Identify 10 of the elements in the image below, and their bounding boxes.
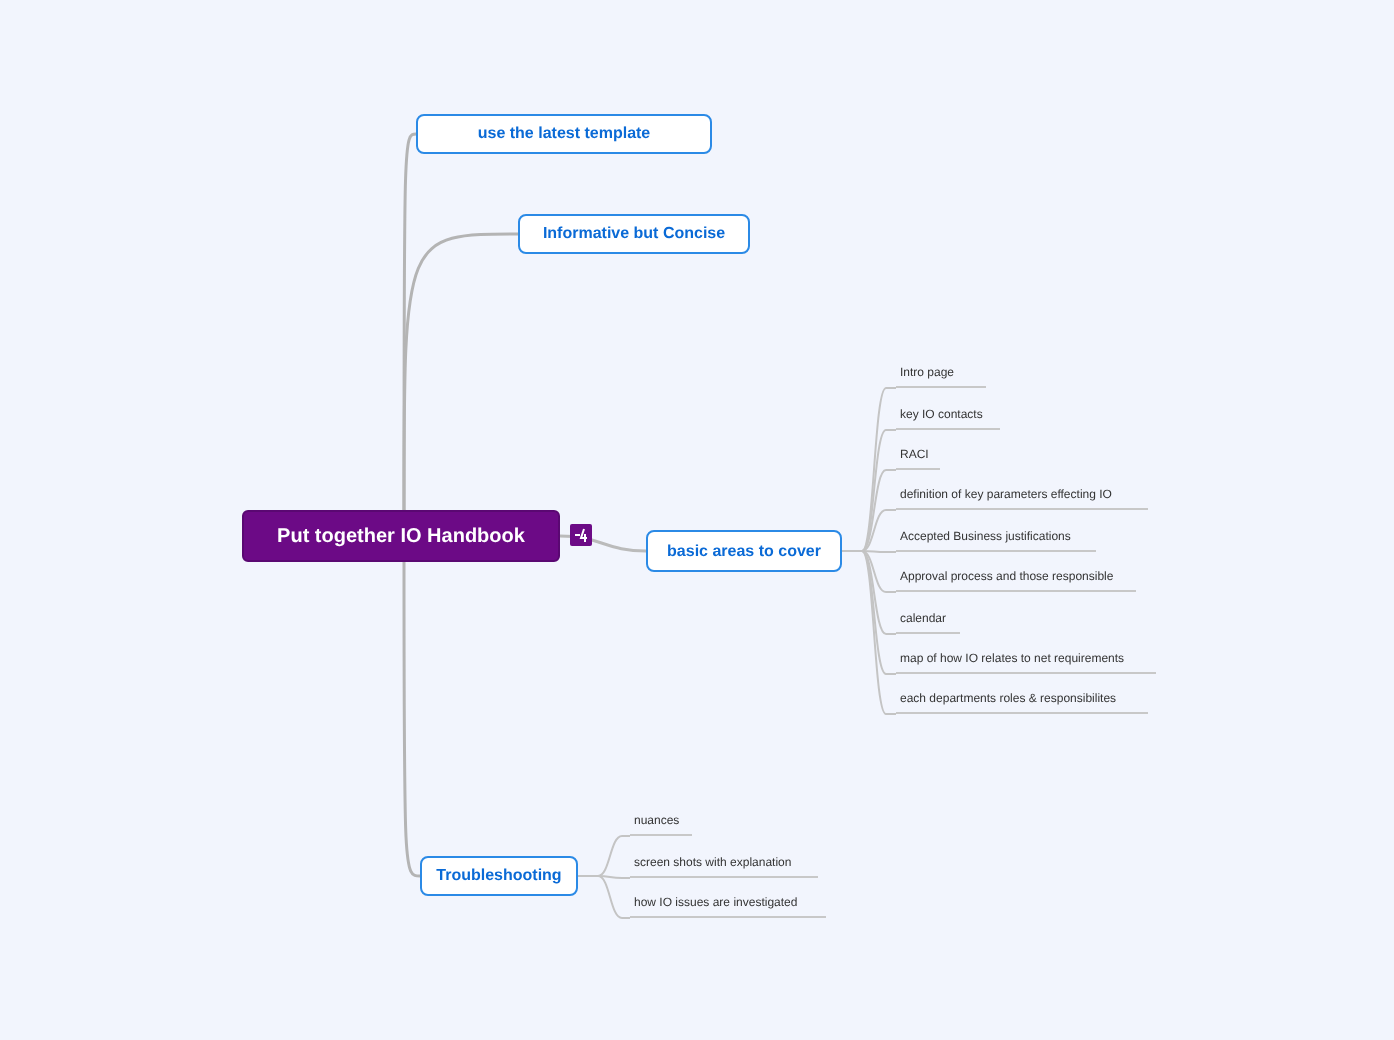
topic-box: basic areas to cover bbox=[646, 530, 842, 572]
connector-line bbox=[402, 562, 421, 878]
connector-line bbox=[577, 875, 631, 919]
connector-line bbox=[402, 232, 518, 510]
topic-box: Troubleshooting bbox=[420, 856, 578, 896]
central-topic-box: Put together IO Handbook bbox=[242, 510, 560, 562]
topic-box: use the latest template bbox=[416, 114, 712, 154]
connector-line bbox=[841, 550, 897, 715]
topic-box: Informative but Concise bbox=[518, 214, 750, 254]
connector-line bbox=[559, 534, 647, 553]
